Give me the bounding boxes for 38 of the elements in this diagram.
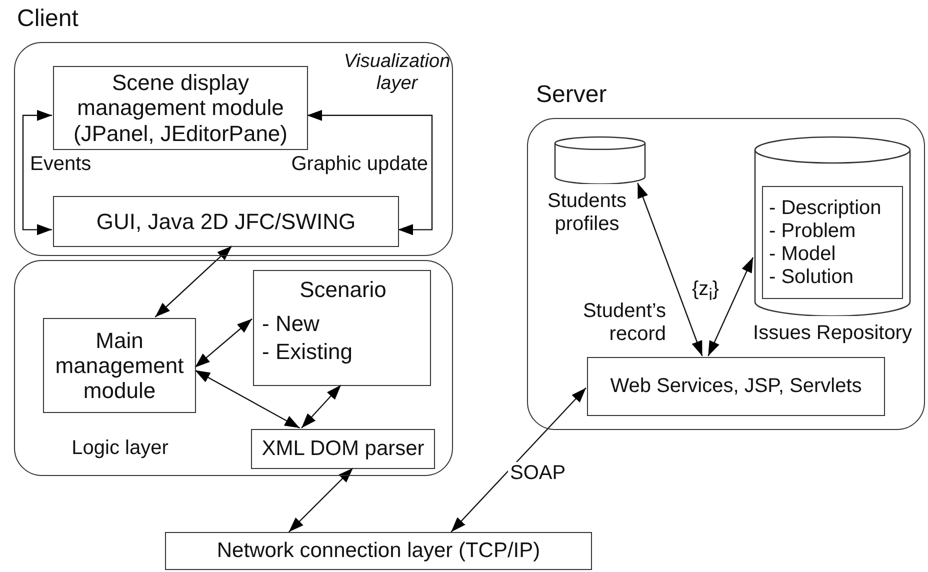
module-box (53, 196, 399, 247)
box-label: Network connection layer (TCP/IP) (216, 538, 540, 564)
module-box (43, 318, 196, 413)
connector-arrow (301, 384, 342, 428)
module-box (253, 270, 431, 386)
cylinder-label: Students profiles (546, 190, 628, 236)
cylinder-label: Issues Repository (752, 322, 913, 345)
module-box (587, 357, 885, 416)
connector-arrow (450, 387, 586, 532)
connector-arrow (22, 110, 52, 236)
list-item: - Problem (769, 220, 856, 242)
list-item: - Solution (769, 266, 854, 288)
list-item: - Description (769, 196, 882, 220)
panel-heading: Server (536, 81, 608, 109)
module-box (53, 66, 308, 150)
module-box (165, 532, 592, 570)
box-label: GUI, Java 2D JFC/SWING (96, 208, 356, 234)
connector-arrow (708, 257, 754, 356)
list-item: - New (262, 311, 320, 336)
list-item: - Model (769, 242, 836, 266)
box-label: XML DOM parser (262, 436, 424, 462)
connector-arrow (194, 370, 300, 429)
connector-arrow (307, 110, 433, 236)
box-label: Scene display management module (JPanel, JEditorPane) (72, 70, 288, 146)
connector-arrow (154, 246, 232, 318)
box-label: Web Services, JSP, Servlets (610, 375, 862, 398)
box-label: Main management module (54, 328, 185, 404)
module-box (251, 429, 435, 469)
layer-title: Logic layer (70, 437, 170, 460)
list-box (762, 186, 903, 299)
layer-title: Visualization layer (342, 51, 452, 95)
connector-arrow (288, 468, 354, 532)
connector-arrow (194, 318, 252, 368)
list-item: - Existing (262, 339, 354, 364)
box-title: Scenario (298, 277, 388, 302)
connector-arrow (637, 182, 703, 356)
layer-panel (14, 260, 453, 476)
panel-heading: Client (17, 5, 80, 33)
